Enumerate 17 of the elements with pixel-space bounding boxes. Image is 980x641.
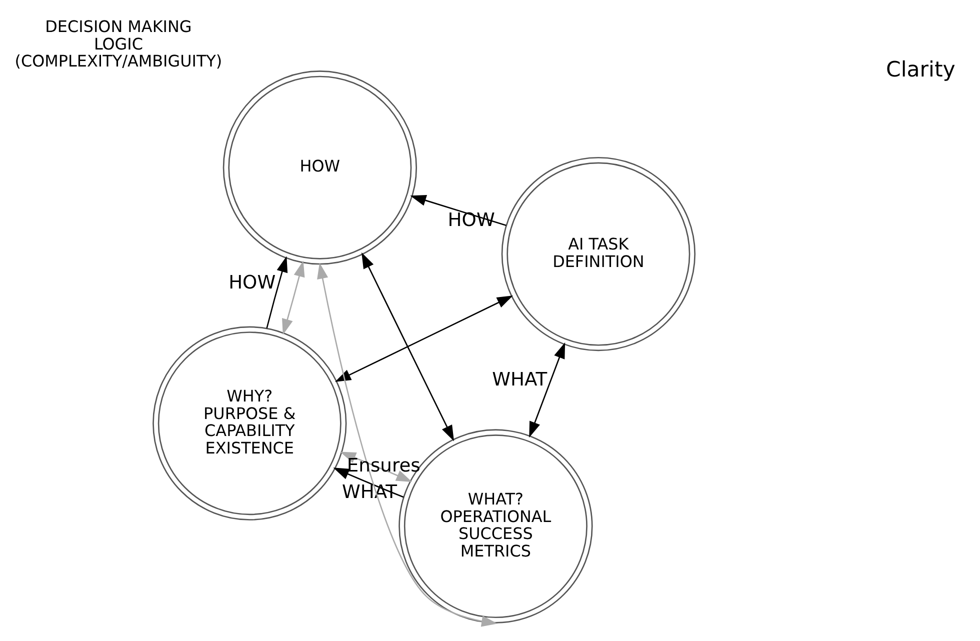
node-circle: AI TASK DEFINITION bbox=[501, 156, 696, 351]
edge-label: HOW bbox=[448, 209, 495, 230]
node-circle: HOW bbox=[222, 70, 418, 264]
arrow bbox=[362, 252, 454, 441]
edge-label: Ensures bbox=[346, 454, 420, 476]
arrow bbox=[266, 256, 288, 328]
edge-label: WHAT bbox=[492, 368, 548, 390]
arrow bbox=[529, 342, 566, 438]
arrow bbox=[410, 194, 506, 226]
edge-label: HOW bbox=[228, 272, 276, 293]
node-label: DECISION MAKING LOGIC (COMPLEXITY/AMBIGUITY) bbox=[14, 16, 222, 70]
arrow bbox=[340, 451, 412, 482]
arrow bbox=[282, 260, 305, 334]
arrow bbox=[317, 262, 498, 626]
label: Clarity bbox=[886, 56, 956, 82]
arrow bbox=[333, 467, 404, 498]
arrow bbox=[334, 295, 514, 382]
